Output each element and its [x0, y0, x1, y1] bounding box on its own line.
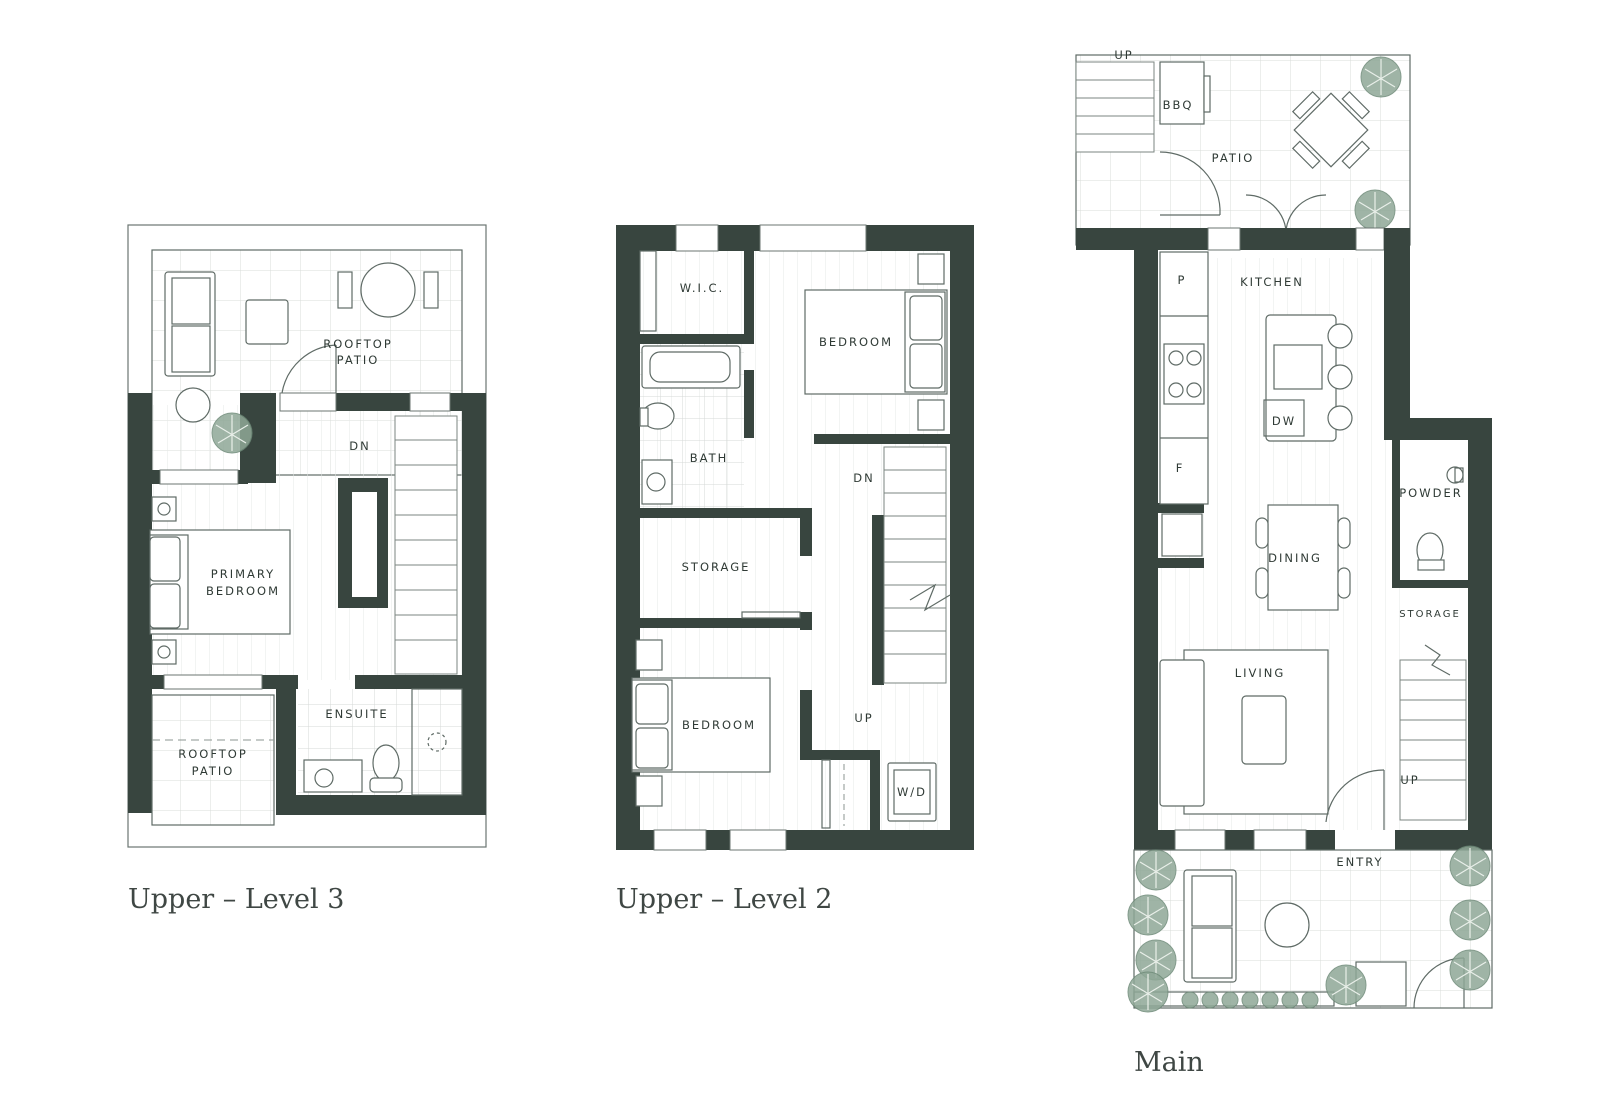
dining-label: DINING	[1268, 551, 1322, 565]
level-3-plan: ROOFTOP PATIO DN PRIMARY BEDROOM ENSUITE…	[127, 224, 487, 915]
rooftop-patio-top-label: ROOFTOP	[323, 337, 393, 351]
bath-label: BATH	[690, 451, 729, 465]
kitchen-label: KITCHEN	[1240, 275, 1304, 289]
storage-label-level2: STORAGE	[682, 560, 751, 574]
rooftop-patio-bottom-label-2: PATIO	[192, 764, 235, 778]
dn-label-level2: DN	[853, 471, 874, 485]
bedroom-bottom-label: BEDROOM	[682, 718, 756, 732]
entry-label: ENTRY	[1336, 855, 1383, 869]
dn-label-level3: DN	[349, 439, 370, 453]
wd-label: W/D	[897, 785, 927, 799]
level-3-caption: Upper – Level 3	[128, 884, 344, 915]
pantry-label: P	[1178, 273, 1187, 287]
primary-bedroom-label: PRIMARY	[211, 567, 275, 581]
bbq-label: BBQ	[1163, 98, 1194, 112]
patio-label: PATIO	[1212, 151, 1255, 165]
up-label-main: UP	[1400, 773, 1419, 787]
living-label: LIVING	[1235, 666, 1286, 680]
dishwasher-label: DW	[1272, 414, 1296, 428]
storage-label-main: STORAGE	[1399, 609, 1461, 620]
main-level-plan: UP BBQ PATIO P KITCHEN DW F POWDER DININ…	[1075, 48, 1493, 1078]
wic-label: W.I.C.	[680, 281, 724, 295]
level-2-plan: W.I.C. BEDROOM BATH DN STORAGE BEDROOM U…	[616, 224, 974, 915]
bedroom-top-label: BEDROOM	[819, 335, 893, 349]
powder-label: POWDER	[1399, 486, 1462, 500]
rooftop-patio-top-label-2: PATIO	[337, 353, 380, 367]
front-planting	[1127, 845, 1491, 1013]
main-level-caption: Main	[1134, 1047, 1204, 1078]
primary-bedroom-label-2: BEDROOM	[206, 584, 280, 598]
ensuite-label: ENSUITE	[325, 707, 388, 721]
stair-treads	[395, 439, 457, 641]
rooftop-patio-bottom-label: ROOFTOP	[178, 747, 248, 761]
up-label-patio: UP	[1114, 48, 1133, 62]
fridge-label: F	[1176, 461, 1185, 475]
level-2-caption: Upper – Level 2	[616, 884, 832, 915]
up-label-level2: UP	[854, 711, 873, 725]
